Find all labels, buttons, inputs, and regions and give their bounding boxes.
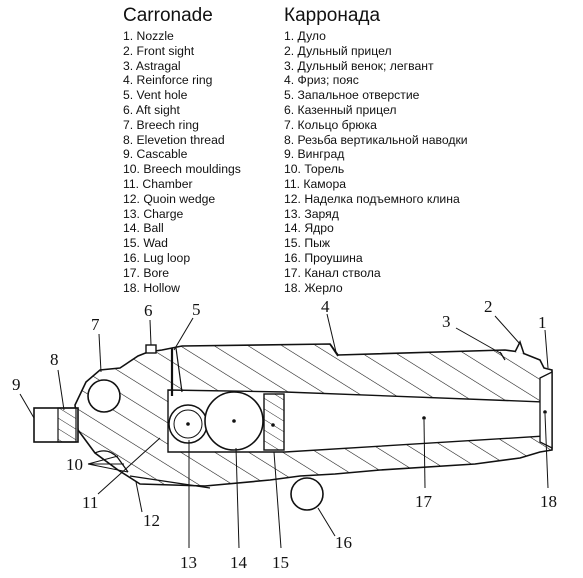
legend-item: 3. Дульный венок; легвант [284, 58, 434, 73]
callout-18: 18 [540, 492, 557, 511]
callout-11: 11 [82, 493, 98, 512]
lug-loop [290, 477, 324, 511]
legend-item: 10. Торель [284, 162, 345, 177]
front-sight [514, 340, 525, 355]
legend-item: 12. Наделка подъемного клина [284, 191, 460, 206]
aft-sight [145, 344, 157, 354]
legend-item: 1. Nozzle [123, 29, 174, 43]
callout-4: 4 [321, 297, 330, 316]
legend-list-english: 1. Nozzle 2. Front sight 3. Astragal 4. … [123, 29, 241, 295]
breech-mouldings [94, 450, 129, 473]
callout-10: 10 [66, 455, 83, 474]
legend-item: 11. Chamber [123, 176, 193, 191]
breech-ring [87, 379, 121, 413]
legend-item: 2. Дульный прицел [284, 43, 392, 58]
legend-item: 13. Заряд [284, 206, 339, 221]
legend-item: 17. Bore [123, 265, 170, 280]
legend-item: 8. Резьба вертикальной наводки [284, 132, 468, 147]
callout-13: 13 [180, 553, 197, 572]
legend-item: 10. Breech mouldings [123, 162, 241, 177]
legend-item: 18. Hollow [123, 280, 180, 295]
legend-item: 9. Винград [284, 147, 345, 162]
legend-item: 13. Charge [123, 206, 184, 221]
callout-1: 1 [538, 313, 547, 332]
legend-item: 2. Front sight [123, 43, 195, 58]
legend-item: 14. Ball [123, 221, 164, 236]
legend-item: 3. Astragal [123, 58, 181, 73]
legend-list-russian: 1. Дуло 2. Дульный прицел 3. Дульный вен… [284, 29, 468, 295]
legend-russian: Карронада 1. Дуло 2. Дульный прицел 3. Д… [284, 4, 468, 295]
legend-title-english: Carronade [123, 5, 213, 26]
callout-14: 14 [230, 553, 248, 572]
callout-5: 5 [192, 300, 201, 319]
legend-english: Carronade 1. Nozzle 2. Front sight 3. As… [123, 4, 241, 295]
legend-item: 17. Канал ствола [284, 265, 381, 280]
callout-17: 17 [415, 492, 433, 511]
legend-item: 16. Проушина [284, 250, 363, 265]
quoin-wedge [129, 475, 211, 489]
legend-item: 6. Казенный прицел [284, 102, 397, 117]
legend-item: 14. Ядро [284, 221, 334, 236]
legend-item: 5. Vent hole [123, 88, 188, 103]
leader-lines [19, 313, 549, 549]
callout-7: 7 [91, 315, 100, 334]
legend-item: 12. Quoin wedge [123, 191, 216, 206]
legend-item: 6. Aft sight [123, 102, 180, 117]
legend-item: 15. Wad [123, 236, 168, 251]
legend-item: 11. Камора [284, 176, 347, 191]
wad [263, 393, 285, 451]
legend-item: 5. Запальное отверстие [284, 88, 420, 103]
callout-6: 6 [144, 301, 153, 320]
callout-16: 16 [335, 533, 352, 552]
callout-12: 12 [143, 511, 160, 530]
legend-item: 15. Пыж [284, 236, 331, 251]
legend-title-russian: Карронада [284, 5, 381, 26]
legend-item: 18. Жерло [284, 280, 343, 295]
legend-item: 7. Breech ring [123, 117, 199, 132]
legend-item: 7. Кольцо брюка [284, 117, 377, 132]
callout-2: 2 [484, 297, 493, 316]
legend-item: 16. Lug loop [123, 250, 191, 265]
legend-item: 9. Cascable [123, 147, 188, 162]
legend-item: 4. Фриз; пояс [284, 73, 359, 88]
elevation-thread [57, 407, 77, 443]
legend-item: 1. Дуло [284, 29, 326, 43]
legend-item: 4. Reinforce ring [123, 73, 213, 88]
callout-15: 15 [272, 553, 289, 572]
muzzle-hollow [539, 370, 553, 450]
callout-3: 3 [442, 312, 451, 331]
legend-item: 8. Elevetion thread [123, 132, 225, 147]
callout-8: 8 [50, 350, 59, 369]
callout-9: 9 [12, 375, 21, 394]
